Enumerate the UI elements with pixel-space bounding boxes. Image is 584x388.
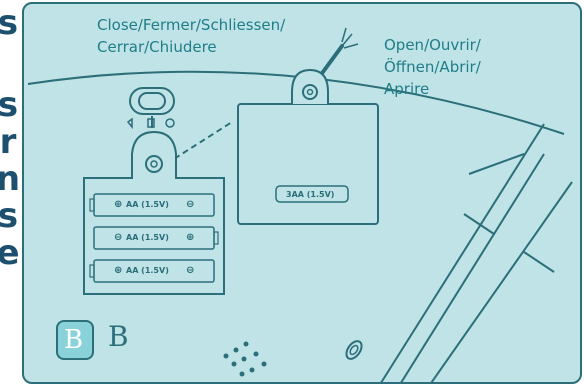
side-letter: s xyxy=(0,196,19,236)
side-letter: s xyxy=(0,85,19,125)
brand-logo-letter: B xyxy=(64,325,84,355)
screwdriver-icon xyxy=(318,27,359,78)
instruction-panel: Close/Fermer/Schliessen/ Cerrar/Chiudere… xyxy=(22,2,582,384)
plus-icon: ⊕ xyxy=(186,232,195,243)
plus-icon: ⊕ xyxy=(114,265,123,276)
close-label-line: Cerrar/Chiudere xyxy=(97,38,217,56)
open-label-line: Öffnen/Abrir/ xyxy=(384,58,481,76)
battery-label: AA (1.5V) xyxy=(126,266,169,275)
minus-icon: ⊖ xyxy=(186,265,195,276)
minus-icon: ⊖ xyxy=(186,199,195,210)
brand-logo: B xyxy=(56,320,94,360)
minus-icon: ⊖ xyxy=(114,232,123,243)
battery-label: AA (1.5V) xyxy=(126,233,169,242)
open-label-line: Open/Ouvrir/ xyxy=(384,36,481,54)
side-text-column: s s r n s e xyxy=(0,0,22,388)
side-letter: s xyxy=(0,3,19,43)
brand-logo-letter-plain: B xyxy=(108,320,129,353)
cover-battery-label: 3AA (1.5V) xyxy=(286,190,335,199)
battery-label: AA (1.5V) xyxy=(126,200,169,209)
battery-cover-icon xyxy=(237,68,379,225)
side-letter: n xyxy=(0,159,21,199)
side-letter: e xyxy=(0,233,20,273)
power-switch-icon xyxy=(126,87,175,130)
open-label: Open/Ouvrir/ Öffnen/Abrir/ Aprire xyxy=(384,34,481,100)
decorative-dots xyxy=(223,341,267,377)
side-letter: r xyxy=(0,122,17,162)
battery-compartment xyxy=(83,130,225,295)
plus-icon: ⊕ xyxy=(114,199,123,210)
illustration xyxy=(27,27,573,382)
close-label-line: Close/Fermer/Schliessen/ xyxy=(97,16,286,34)
close-label: Close/Fermer/Schliessen/ Cerrar/Chiudere xyxy=(97,14,285,58)
open-label-line: Aprire xyxy=(384,80,430,98)
